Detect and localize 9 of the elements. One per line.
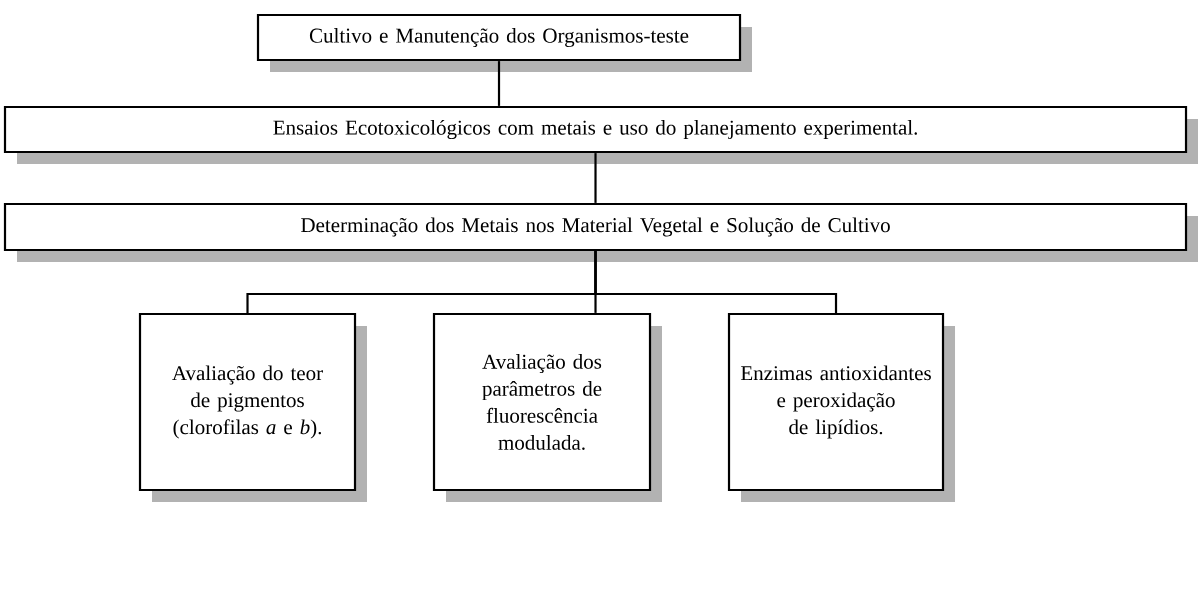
connector-line xyxy=(594,153,597,203)
process-box: Cultivo e Manutenção dos Organismos-teste xyxy=(256,13,752,72)
process-box: Enzimas antioxidantes e peroxidação de lipídios. xyxy=(727,312,955,502)
process-box: Determinação dos Metais nos Material Vegetal e Solução de Cultivo xyxy=(3,202,1198,262)
process-box: Ensaios Ecotoxicológicos com metais e uso do planejamento experimental. xyxy=(3,105,1198,164)
process-box: Avaliação do teor de pigmentos (clorofilas a e b). xyxy=(138,312,367,502)
connector-line xyxy=(497,61,501,106)
process-box: Avaliação dos parâmetros de fluorescência modulada. xyxy=(432,312,662,502)
connector-line xyxy=(594,251,838,313)
